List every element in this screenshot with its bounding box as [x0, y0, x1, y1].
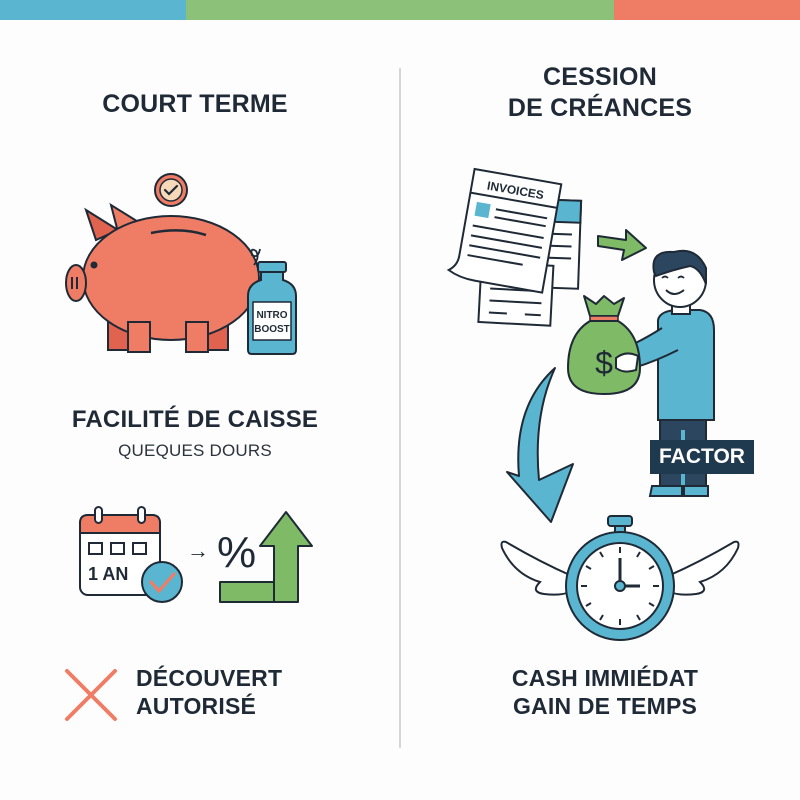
column-divider	[399, 68, 401, 748]
right-title: CESSION DE CRÉANCES	[470, 62, 730, 124]
percent-symbol: %	[217, 528, 257, 577]
bottle-label-line1: NITRO	[256, 310, 287, 321]
factor-person-icon	[618, 249, 715, 497]
left-title: COURT TERME	[102, 90, 288, 118]
percent-up-arrow-icon	[219, 511, 313, 603]
top-bar-green	[186, 0, 614, 20]
bag-dollar-sign: $	[595, 345, 613, 381]
invoice-documents-icon: INVOICES	[446, 167, 583, 327]
benefit-line2: GAIN DE TEMPS	[512, 693, 698, 719]
right-title-line1: CESSION	[543, 63, 657, 91]
winged-stopwatch-icon	[500, 515, 740, 641]
piggy-bank-icon	[65, 202, 261, 353]
overdraft-line2: AUTORISÉ	[136, 693, 257, 719]
right-title-line2: DE CRÉANCES	[507, 94, 693, 122]
factor-label: FACTOR	[650, 440, 754, 474]
top-color-bar	[0, 0, 800, 20]
calendar-icon: 1 AN	[79, 506, 161, 596]
check-badge-icon	[141, 561, 183, 603]
cross-icon	[65, 669, 117, 721]
bottle-label-line2: BOOST	[254, 324, 290, 335]
money-bag-icon: $	[566, 295, 642, 396]
facility-subtitle: QUEQUES DOURS	[118, 441, 272, 460]
benefit-label: CASH IMMIÉDAT GAIN DE TEMPS	[480, 664, 730, 720]
coin-check-icon	[154, 173, 188, 207]
top-bar-blue	[0, 0, 186, 20]
overdraft-label: DÉCOUVERT AUTORISÉ	[136, 664, 296, 720]
overdraft-line1: DÉCOUVERT	[136, 665, 283, 691]
benefit-line1: CASH IMMIÉDAT	[511, 665, 699, 691]
green-arrow-icon	[597, 229, 647, 261]
curved-arrow-icon	[506, 367, 574, 523]
top-bar-red	[614, 0, 800, 20]
facility-title: FACILITÉ DE CAISSE	[71, 406, 319, 433]
nitro-bottle-icon: NITRO BOOST	[247, 261, 297, 355]
arrow-right-icon: →	[187, 538, 209, 563]
calendar-label: 1 AN	[88, 564, 128, 584]
